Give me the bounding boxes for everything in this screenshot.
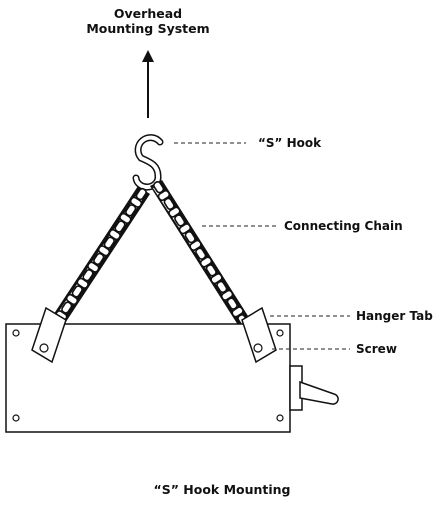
chain-link bbox=[195, 247, 207, 260]
hanger-tab-label: Hanger Tab bbox=[356, 309, 433, 323]
right-tab-screw bbox=[253, 343, 263, 353]
caption: “S” Hook Mounting bbox=[153, 482, 290, 497]
chain-link bbox=[157, 189, 171, 202]
chain-link bbox=[153, 181, 165, 194]
s-hook bbox=[132, 134, 164, 191]
chain-link bbox=[216, 280, 228, 294]
box-screws bbox=[12, 329, 284, 422]
chain-link bbox=[210, 273, 223, 285]
overhead-label-line1: Overhead bbox=[114, 6, 182, 21]
right-hanger-tab bbox=[241, 306, 277, 364]
left-hanger-tab bbox=[31, 306, 67, 364]
left-chain bbox=[42, 186, 150, 340]
up-arrow bbox=[142, 50, 154, 118]
side-switch bbox=[289, 365, 339, 411]
left-tab-screw bbox=[39, 343, 49, 353]
chain-link bbox=[184, 230, 196, 244]
chain-link bbox=[199, 256, 213, 268]
right-chain bbox=[150, 180, 262, 344]
chain-link bbox=[226, 297, 238, 310]
chain-link bbox=[93, 252, 105, 266]
chain-link bbox=[178, 223, 192, 235]
chain-link bbox=[168, 206, 181, 218]
screw-label: Screw bbox=[356, 342, 397, 356]
connecting-chain-label: Connecting Chain bbox=[284, 219, 403, 233]
overhead-label-line2: Mounting System bbox=[86, 21, 209, 36]
s-hook-label: “S” Hook bbox=[258, 136, 322, 150]
